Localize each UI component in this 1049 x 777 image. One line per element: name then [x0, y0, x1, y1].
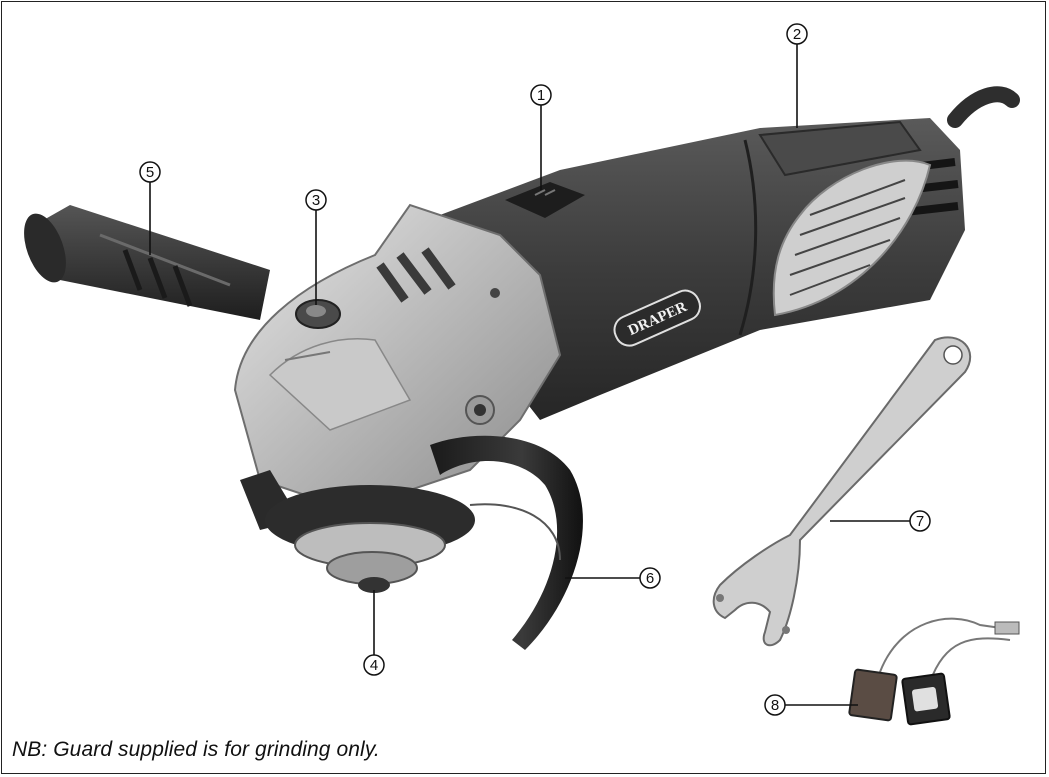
guard	[430, 435, 583, 650]
spanner	[712, 336, 972, 647]
svg-text:8: 8	[771, 697, 779, 714]
callout-2: 2	[786, 23, 808, 45]
gear-head	[233, 203, 562, 512]
power-cable	[947, 86, 1020, 128]
callout-5: 5	[139, 161, 161, 183]
callout-8: 8	[764, 694, 786, 716]
svg-text:2: 2	[793, 26, 801, 43]
svg-text:4: 4	[370, 657, 378, 674]
spindle-lock	[295, 299, 341, 329]
guard-note: NB: Guard supplied is for grinding only.	[12, 738, 380, 761]
switch	[505, 182, 585, 218]
callout-7: 7	[909, 510, 931, 532]
svg-text:6: 6	[646, 570, 654, 587]
carbon-brushes	[848, 617, 1020, 726]
callout-3: 3	[305, 189, 327, 211]
callout-1: 1	[530, 84, 552, 106]
svg-text:7: 7	[916, 513, 924, 530]
callout-4: 4	[363, 654, 385, 676]
svg-text:3: 3	[312, 192, 320, 209]
svg-text:5: 5	[146, 164, 154, 181]
leader-lines	[149, 44, 910, 706]
callout-6: 6	[639, 567, 661, 589]
spindle-assembly	[240, 470, 475, 593]
side-handle	[24, 205, 270, 320]
svg-text:1: 1	[537, 87, 545, 104]
